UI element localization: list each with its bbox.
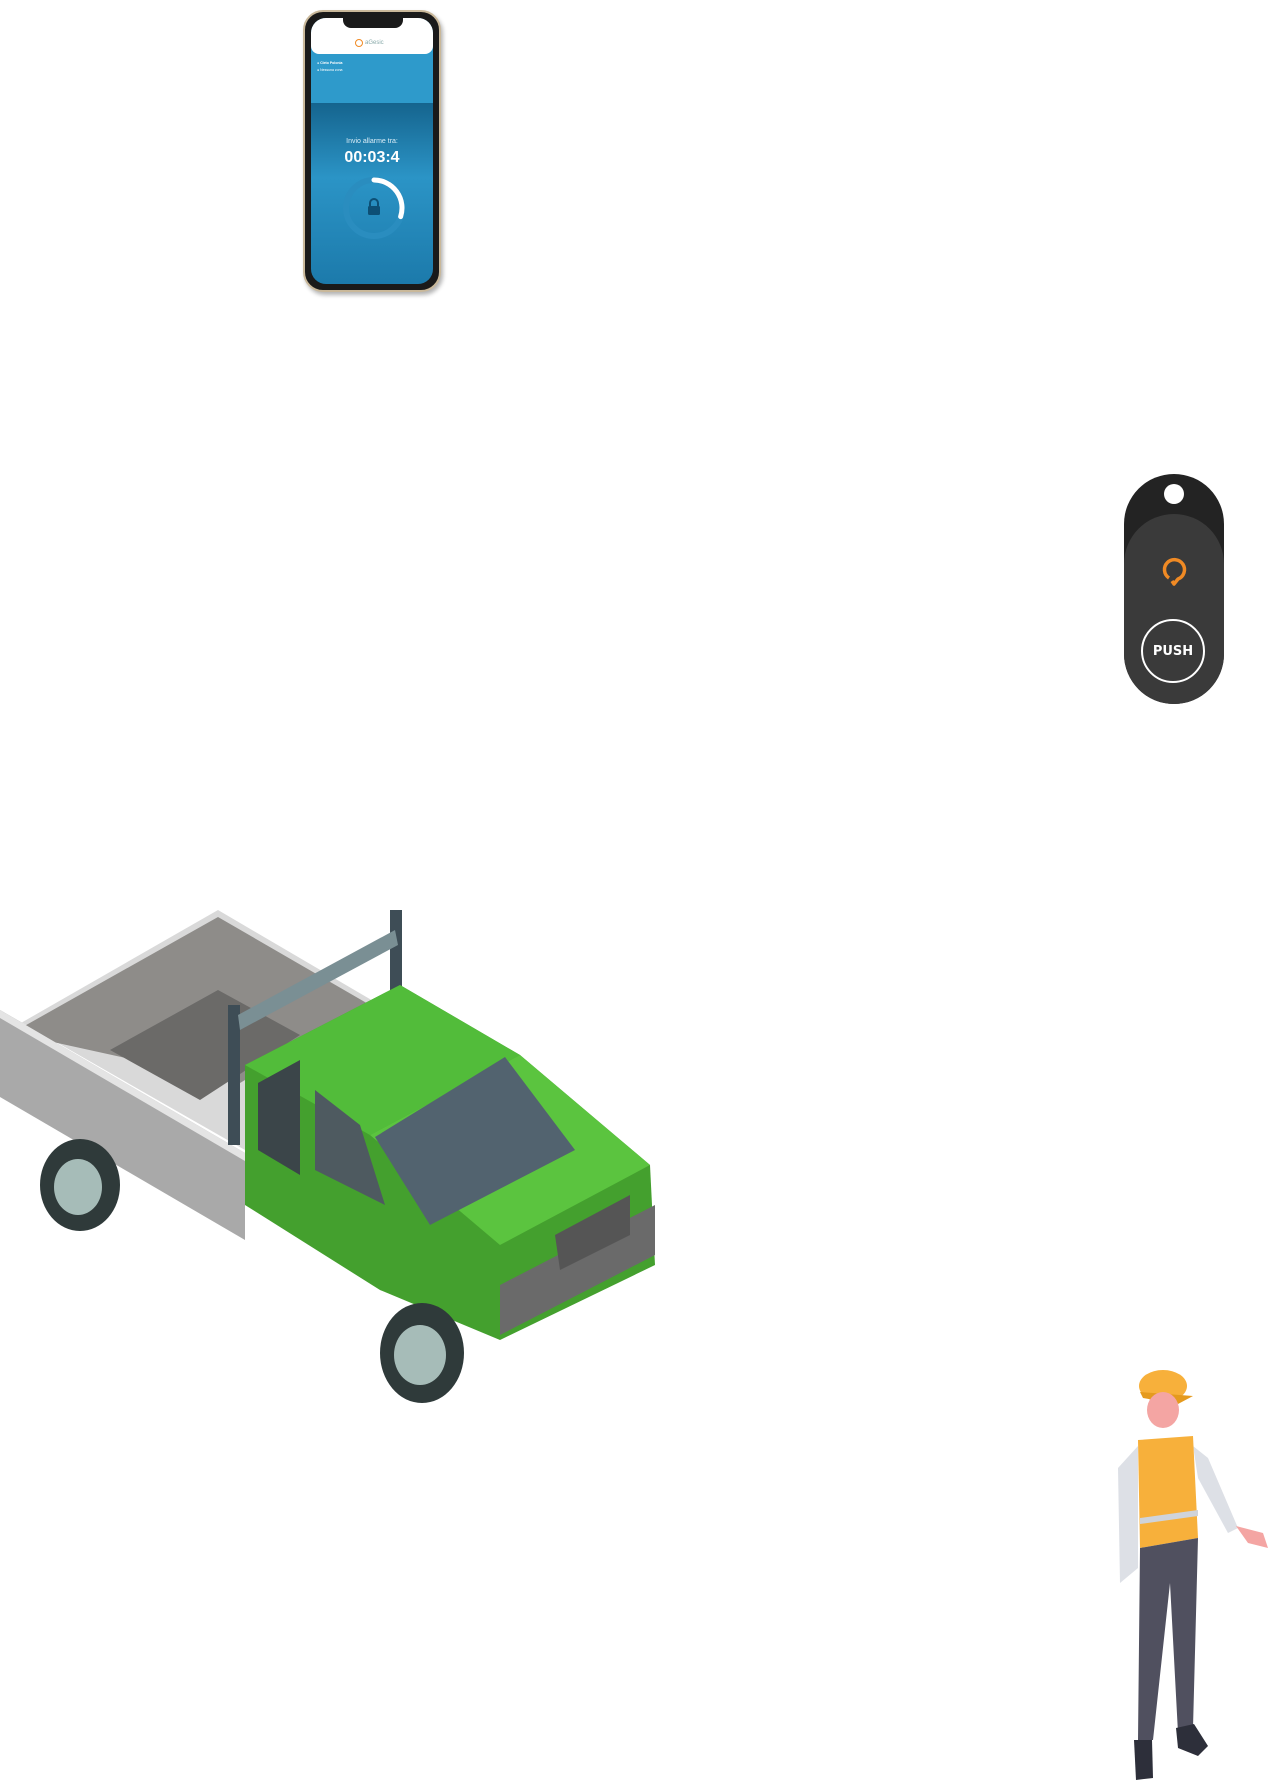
head — [1147, 1392, 1179, 1428]
left-arm — [1118, 1446, 1138, 1583]
phone-screen: aGesic ● Cleto Polonia ● Nessuna zona In… — [311, 18, 433, 284]
user-info: ● Cleto Polonia ● Nessuna zona — [317, 60, 342, 74]
user-name: Cleto Polonia — [320, 61, 343, 65]
right-hand — [1236, 1526, 1268, 1548]
right-boot — [1176, 1724, 1208, 1756]
keyring-hole — [1164, 484, 1184, 504]
app-name: aGesic — [365, 40, 384, 46]
app-logo: aGesic — [355, 39, 384, 47]
alarm-caption: Invio allarme tra: — [346, 138, 398, 145]
side-window — [315, 1090, 385, 1205]
alarm-timer: 00:03:4 — [344, 149, 400, 166]
worker-illustration — [1118, 1370, 1268, 1780]
rear-window — [258, 1060, 300, 1175]
panic-button-fob: PUSH — [1124, 474, 1224, 704]
dial-progress — [371, 177, 405, 220]
countdown-dial — [343, 177, 405, 239]
safety-vest — [1138, 1436, 1198, 1548]
zone-icon: ● — [317, 68, 321, 72]
user-icon: ● — [317, 61, 321, 65]
location-pin-icon — [355, 39, 363, 47]
trousers — [1138, 1538, 1198, 1740]
truck-cab — [245, 985, 655, 1340]
zone-status: Nessuna zona — [320, 68, 343, 72]
lock-icon — [368, 198, 380, 215]
push-button[interactable]: PUSH — [1141, 619, 1205, 683]
brand-logo-icon — [1162, 557, 1187, 586]
grille — [555, 1195, 630, 1270]
windshield — [375, 1057, 575, 1225]
rear-wheel — [40, 1139, 120, 1231]
phone-notch — [343, 18, 403, 28]
smartphone-illustration: aGesic ● Cleto Polonia ● Nessuna zona In… — [303, 10, 441, 292]
ladder-rack — [228, 910, 402, 1145]
reflective-stripe — [1140, 1510, 1198, 1524]
left-boot — [1134, 1740, 1153, 1780]
green-truck-illustration — [0, 910, 655, 1403]
phone-frame: aGesic ● Cleto Polonia ● Nessuna zona In… — [303, 10, 441, 292]
front-wheel — [380, 1303, 464, 1403]
right-arm — [1193, 1446, 1238, 1533]
